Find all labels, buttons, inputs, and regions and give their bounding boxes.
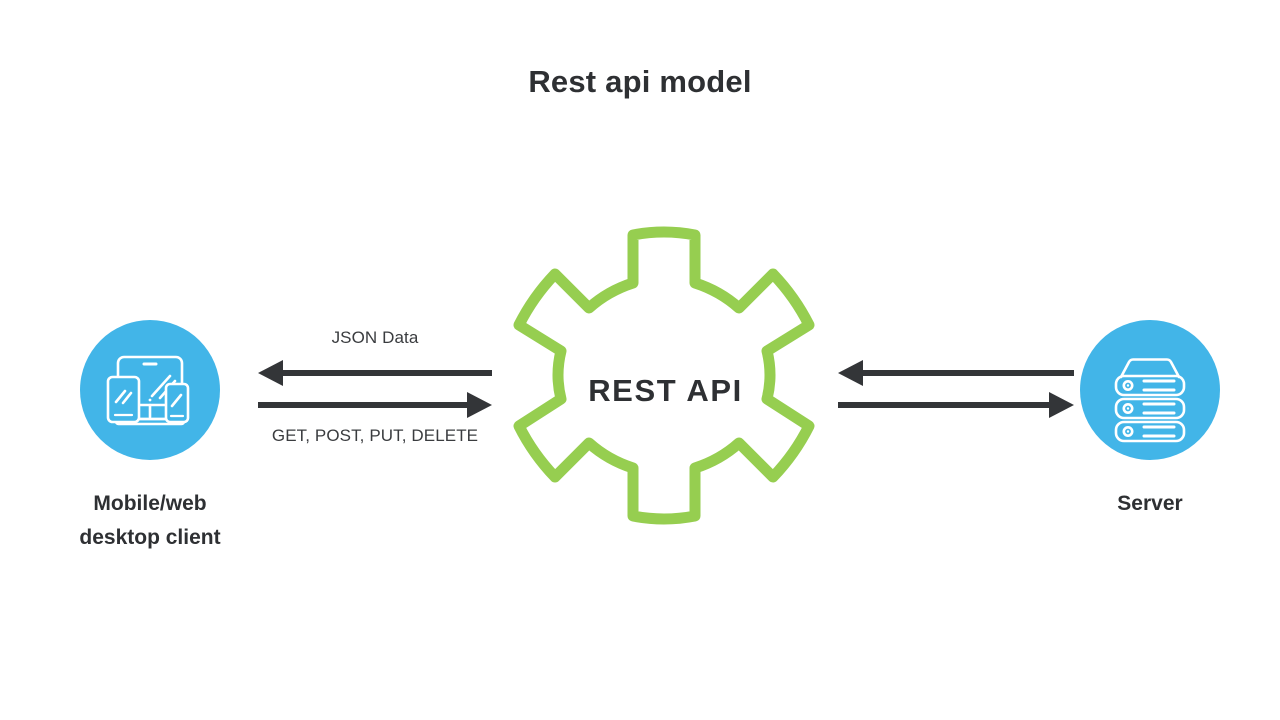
server-flow-arrows bbox=[830, 322, 1082, 452]
json-data-caption: JSON Data bbox=[331, 328, 419, 347]
bidirectional-arrows-left bbox=[258, 360, 492, 418]
node-server[interactable]: Server bbox=[1020, 320, 1280, 521]
arrow-http-methods bbox=[258, 392, 492, 418]
gear-icon bbox=[513, 226, 815, 525]
rest-api-gear[interactable]: REST API bbox=[492, 211, 836, 571]
node-client[interactable]: Mobile/web desktop client bbox=[20, 320, 280, 555]
arrow-json-data bbox=[258, 360, 492, 386]
client-flow-arrows: JSON Data GET, POST, PUT, DELETE bbox=[250, 322, 500, 452]
server-label: Server bbox=[1117, 492, 1183, 515]
page-title: Rest api model bbox=[528, 64, 752, 99]
client-circle bbox=[80, 320, 220, 460]
arrow-server-request bbox=[838, 392, 1074, 418]
arrow-server-response bbox=[838, 360, 1074, 386]
bidirectional-arrows-right bbox=[838, 360, 1074, 418]
devices-icon bbox=[80, 320, 220, 460]
http-methods-caption: GET, POST, PUT, DELETE bbox=[271, 426, 479, 445]
client-label: Mobile/web desktop client bbox=[79, 492, 221, 550]
server-stack-icon bbox=[1080, 320, 1220, 460]
server-circle bbox=[1080, 320, 1220, 460]
